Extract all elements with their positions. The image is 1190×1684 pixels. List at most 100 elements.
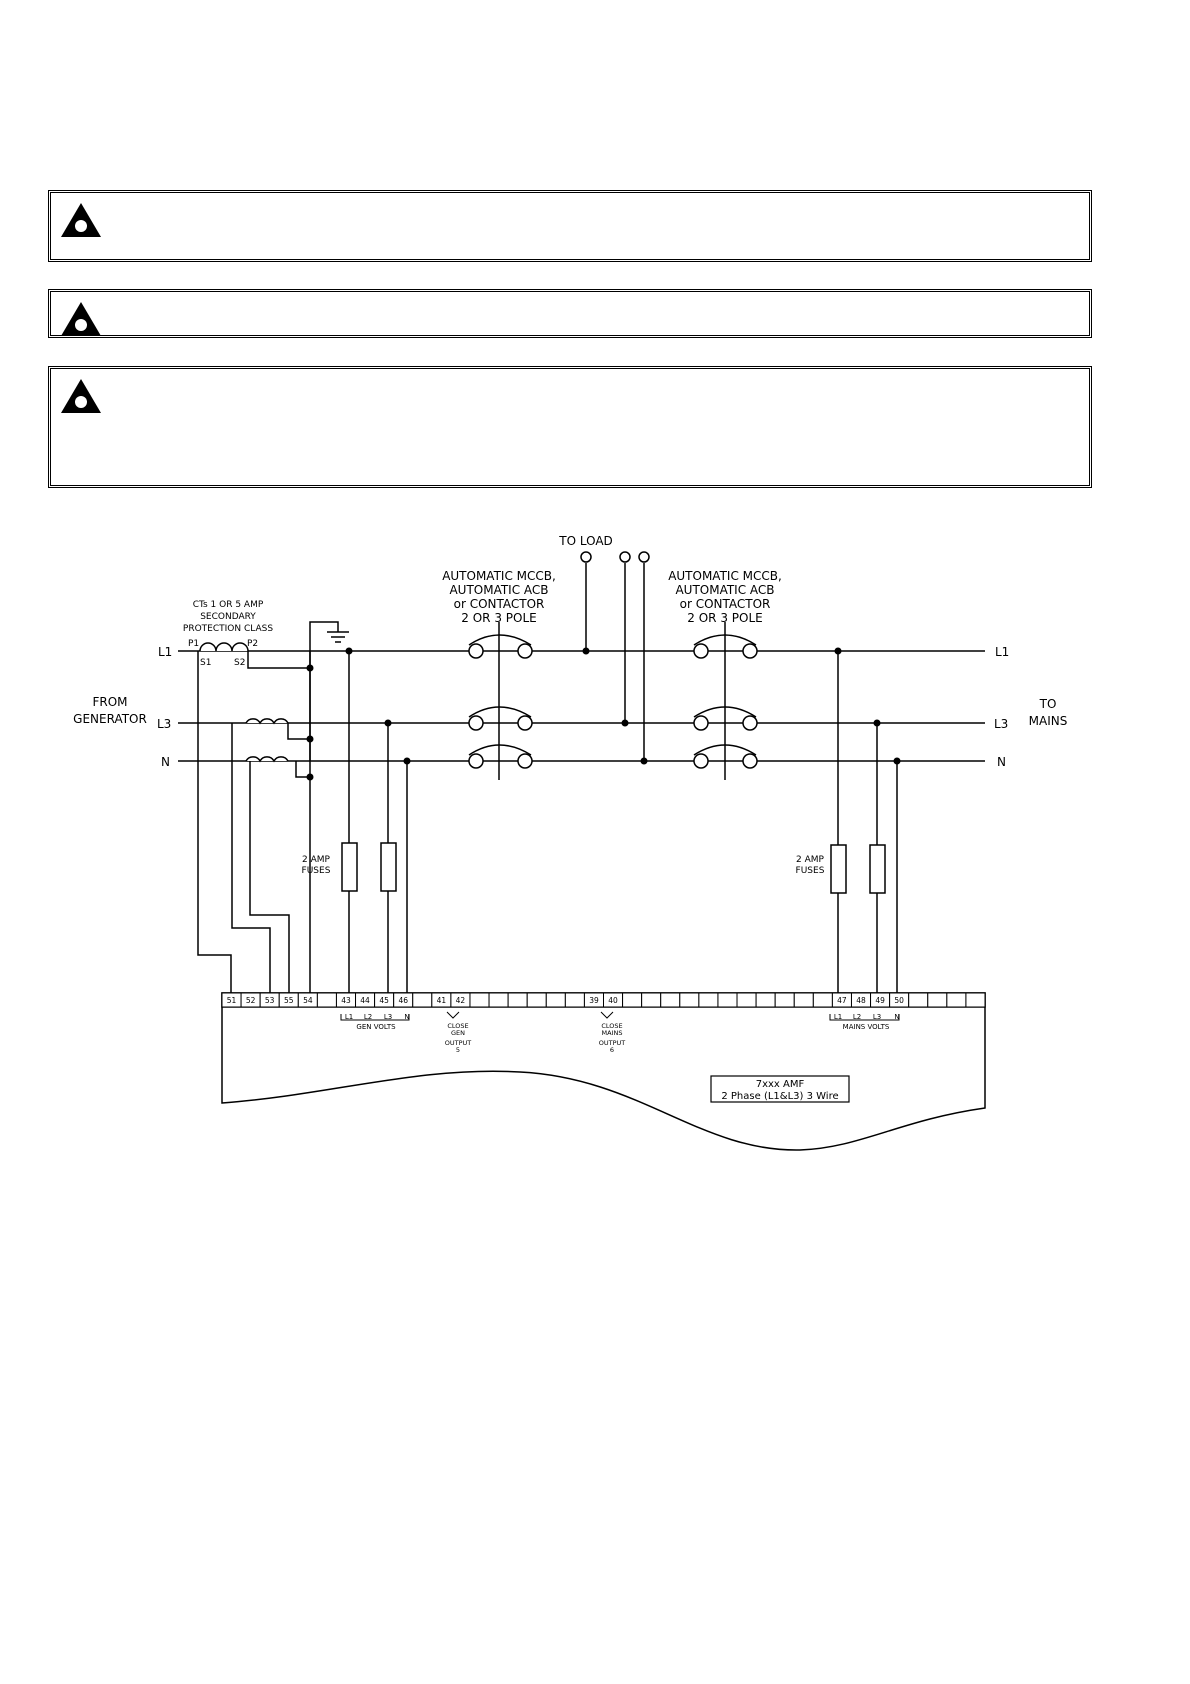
- terminal-cell: [526, 992, 547, 1008]
- fuses-left-label: 2 AMP FUSES: [302, 855, 331, 876]
- terminal-number: 50: [894, 996, 904, 1005]
- terminal-cell: [412, 992, 433, 1008]
- svg-text:L1: L1: [834, 1013, 842, 1021]
- terminal-cell: [717, 992, 738, 1008]
- terminal-cell: [736, 992, 757, 1008]
- svg-text:OUTPUT: OUTPUT: [445, 1039, 472, 1047]
- terminal-number: 44: [360, 996, 370, 1005]
- terminal-number: 49: [875, 996, 885, 1005]
- terminal-number: 55: [284, 996, 294, 1005]
- svg-text:CTs 1 OR 5 AMP: CTs 1 OR 5 AMP: [193, 600, 264, 610]
- gen-volts-phase-labels: L1 L2 L3 N: [345, 1013, 410, 1021]
- terminal-number: 48: [856, 996, 866, 1005]
- terminal-cell: [965, 992, 986, 1008]
- svg-text:AUTOMATIC MCCB,: AUTOMATIC MCCB,: [668, 569, 782, 583]
- svg-text:OUTPUT: OUTPUT: [599, 1039, 626, 1047]
- warning-triangle-icon: [61, 302, 101, 336]
- warning-box-3: [48, 366, 1092, 488]
- svg-text:L1: L1: [345, 1013, 353, 1021]
- svg-text:GENERATOR: GENERATOR: [73, 712, 147, 726]
- svg-text:2 AMP: 2 AMP: [302, 855, 331, 865]
- module-title: 7xxx AMF: [756, 1079, 805, 1090]
- terminal-cell: [908, 992, 929, 1008]
- terminal-cell: [545, 992, 566, 1008]
- close-mains-label: CLOSE MAINS OUTPUT 6: [599, 1022, 626, 1054]
- breaker-left-label: AUTOMATIC MCCB, AUTOMATIC ACB or CONTACT…: [442, 569, 556, 625]
- mains-volts-phase-labels: L1 L2 L3 N: [834, 1013, 900, 1021]
- svg-text:FUSES: FUSES: [796, 866, 825, 876]
- terminal-cell: [488, 992, 509, 1008]
- earth-wire: [309, 621, 339, 761]
- svg-text:AUTOMATIC ACB: AUTOMATIC ACB: [675, 583, 774, 597]
- to-load-label: TO LOAD: [558, 534, 613, 548]
- svg-text:N: N: [894, 1013, 899, 1021]
- warning-box-1: [48, 190, 1092, 262]
- svg-text:FROM: FROM: [92, 695, 127, 709]
- warning-box-2: [48, 289, 1092, 338]
- terminal-cell: [812, 992, 833, 1008]
- line-n-right: N: [997, 755, 1006, 769]
- svg-text:CLOSE: CLOSE: [447, 1022, 468, 1030]
- terminal-number: 40: [608, 996, 618, 1005]
- warning-triangle-icon: [61, 203, 101, 237]
- terminal-number: 39: [589, 996, 599, 1005]
- module-subtitle: 2 Phase (L1&L3) 3 Wire: [721, 1091, 838, 1102]
- svg-text:PROTECTION CLASS: PROTECTION CLASS: [183, 624, 273, 634]
- terminal-cell: [679, 992, 700, 1008]
- svg-text:AUTOMATIC MCCB,: AUTOMATIC MCCB,: [442, 569, 556, 583]
- terminal-cell: [469, 992, 490, 1008]
- line-l1-right: L1: [995, 645, 1009, 659]
- ct-p1-label: P1: [188, 639, 199, 649]
- terminal-number: 47: [837, 996, 847, 1005]
- ct-note: CTs 1 OR 5 AMP SECONDARY PROTECTION CLAS…: [183, 600, 273, 634]
- warning-triangle-icon: [61, 379, 101, 413]
- terminal-number: 53: [265, 996, 275, 1005]
- ct-s1-label: S1: [200, 658, 211, 668]
- terminal-number: 41: [437, 996, 447, 1005]
- module-label-box: [710, 1075, 850, 1103]
- terminal-cell: [507, 992, 528, 1008]
- svg-text:6: 6: [610, 1046, 614, 1054]
- svg-text:or CONTACTOR: or CONTACTOR: [454, 597, 545, 611]
- terminal-cell: [698, 992, 719, 1008]
- terminal-cell: [564, 992, 585, 1008]
- gen-volts-label: GEN VOLTS: [356, 1023, 396, 1031]
- svg-text:TO: TO: [1039, 697, 1057, 711]
- svg-text:N: N: [404, 1013, 409, 1021]
- line-l3-right: L3: [994, 717, 1008, 731]
- breaker-right-label: AUTOMATIC MCCB, AUTOMATIC ACB or CONTACT…: [668, 569, 782, 625]
- terminal-number: 46: [398, 996, 408, 1005]
- svg-text:2 OR 3 POLE: 2 OR 3 POLE: [687, 611, 762, 625]
- terminal-cell: [641, 992, 662, 1008]
- svg-text:SECONDARY: SECONDARY: [200, 612, 256, 622]
- breaker-right: [693, 622, 758, 780]
- svg-text:CLOSE: CLOSE: [601, 1022, 622, 1030]
- ct-s2-label: S2: [234, 658, 245, 668]
- breaker-left: [468, 622, 533, 780]
- terminal-cell: [774, 992, 795, 1008]
- svg-text:FUSES: FUSES: [302, 866, 331, 876]
- svg-text:or CONTACTOR: or CONTACTOR: [680, 597, 771, 611]
- mains-volts-label: MAINS VOLTS: [843, 1023, 890, 1031]
- terminal-cell: [660, 992, 681, 1008]
- svg-text:L3: L3: [873, 1013, 881, 1021]
- terminal-cell: [622, 992, 643, 1008]
- terminal-number: 52: [246, 996, 256, 1005]
- fuses-right-label: 2 AMP FUSES: [796, 855, 825, 876]
- svg-text:2 OR 3 POLE: 2 OR 3 POLE: [461, 611, 536, 625]
- terminal-number: 51: [227, 996, 237, 1005]
- junction-dots: [306, 647, 901, 781]
- svg-text:GEN: GEN: [451, 1029, 465, 1037]
- close-gen-label: CLOSE GEN OUTPUT 5: [445, 1022, 472, 1054]
- terminal-cell: [946, 992, 967, 1008]
- line-n-left: N: [161, 755, 170, 769]
- line-l3-left: L3: [157, 717, 171, 731]
- to-mains-label: TO MAINS: [1029, 697, 1068, 728]
- line-l1-left: L1: [158, 645, 172, 659]
- svg-text:AUTOMATIC ACB: AUTOMATIC ACB: [449, 583, 548, 597]
- terminal-cell: [755, 992, 776, 1008]
- svg-text:MAINS: MAINS: [1029, 714, 1068, 728]
- terminal-cell: [793, 992, 814, 1008]
